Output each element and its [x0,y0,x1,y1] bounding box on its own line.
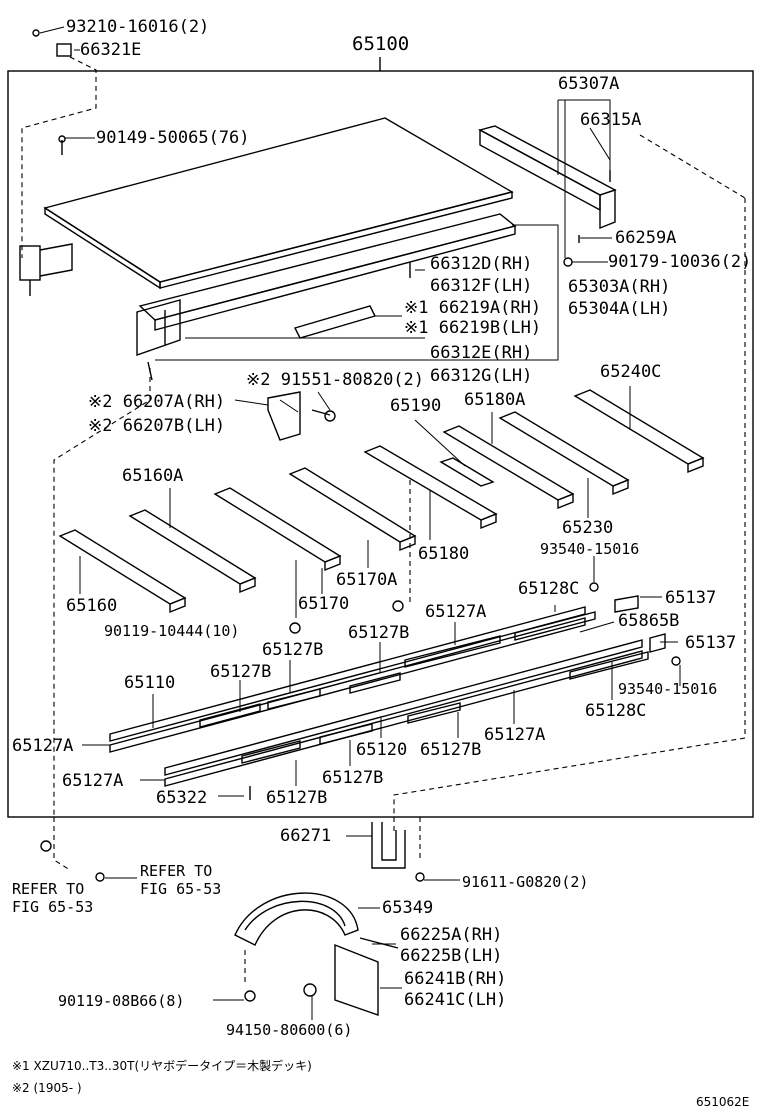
label-65230: 65230 [562,518,614,538]
label-65180a: 65180A [464,390,526,410]
label-65304a: 65304A(LH) [568,299,671,319]
label-65170a: 65170A [336,570,398,590]
refer-fig-left-line1: REFER TO [12,880,85,898]
label-65127a-left: 65127A [12,736,74,756]
refer-fig-right-line2: FIG 65-53 [140,880,222,898]
label-65865b: 65865B [618,611,680,631]
label-65120: 65120 [356,740,408,760]
label-94150-80600: 94150-80600(6) [226,1021,353,1039]
label-65303a: 65303A(RH) [568,277,671,297]
label-65349: 65349 [382,898,434,918]
label-65160a: 65160A [122,466,184,486]
label-65137-mid: 65137 [685,633,737,653]
label-66207a: ※2 66207A(RH) [88,392,226,412]
label-65180: 65180 [418,544,470,564]
label-66315a: 66315A [580,110,642,130]
label-66241b: 66241B(RH) [404,969,507,989]
label-65127a-right: 65127A [484,725,546,745]
label-65137-top: 65137 [665,588,717,608]
label-65160: 65160 [66,596,118,616]
label-65127b-4: 65127B [420,740,482,760]
label-90119-10444: 90119-10444(10) [104,622,240,640]
figure-code: 651062E [696,1095,750,1109]
label-65127b-1: 65127B [348,623,410,643]
label-91611-g0820: 91611-G0820(2) [462,873,589,891]
label-65127b-5: 65127B [322,768,384,788]
label-66259a: 66259A [615,228,677,248]
label-65127b-6: 65127B [266,788,328,808]
label-90119-08b66: 90119-08B66(8) [58,992,185,1010]
label-65307a: 65307A [558,74,620,94]
label-66321e: 66321E [80,40,142,60]
cross-members [58,389,705,614]
footnote-2: ※2 (1905- ) [12,1081,82,1095]
label-66219b: ※1 66219B(LH) [404,318,542,338]
refer-fig-right-line1: REFER TO [140,862,213,880]
label-66225a: 66225A(RH) [400,925,503,945]
label-66312f: 66312F(LH) [430,276,533,296]
label-66219a: ※1 66219A(RH) [404,298,542,318]
label-93210-16016: 93210-16016(2) [66,17,210,37]
label-66312g: 66312G(LH) [430,366,533,386]
label-90149-50065: 90149-50065(76) [96,128,250,148]
label-65127a-low: 65127A [62,771,124,791]
footnote-1: ※1 XZU710..T3..30T(リヤボデータイプ＝木製デッキ) [12,1059,312,1073]
label-65240c: 65240C [600,362,662,382]
label-65110: 65110 [124,673,176,693]
label-65170: 65170 [298,594,350,614]
label-66241c: 66241C(LH) [404,990,507,1010]
label-65127b-2: 65127B [262,640,324,660]
refer-fig-left-line2: FIG 65-53 [12,898,94,916]
label-65322: 65322 [156,788,208,808]
label-65127a-top: 65127A [425,602,487,622]
label-93540-15016-top: 93540-15016 [540,540,640,558]
label-65128c-bottom: 65128C [585,701,647,721]
mud-guard [234,892,359,946]
label-65100: 65100 [352,33,410,55]
label-66312d: 66312D(RH) [430,254,533,274]
label-66225b: 66225B(LH) [400,946,503,966]
label-65127b-3: 65127B [210,662,272,682]
label-65190: 65190 [390,396,442,416]
label-66312e: 66312E(RH) [430,343,533,363]
side-sills [109,606,649,787]
label-66271: 66271 [280,826,332,846]
label-65128c-top: 65128C [518,579,580,599]
label-90179-10036: 90179-10036(2) [608,252,752,272]
label-93540-15016-bottom: 93540-15016 [618,680,718,698]
label-91551-80820: ※2 91551-80820(2) [246,370,425,390]
label-66207b: ※2 66207B(LH) [88,416,226,436]
